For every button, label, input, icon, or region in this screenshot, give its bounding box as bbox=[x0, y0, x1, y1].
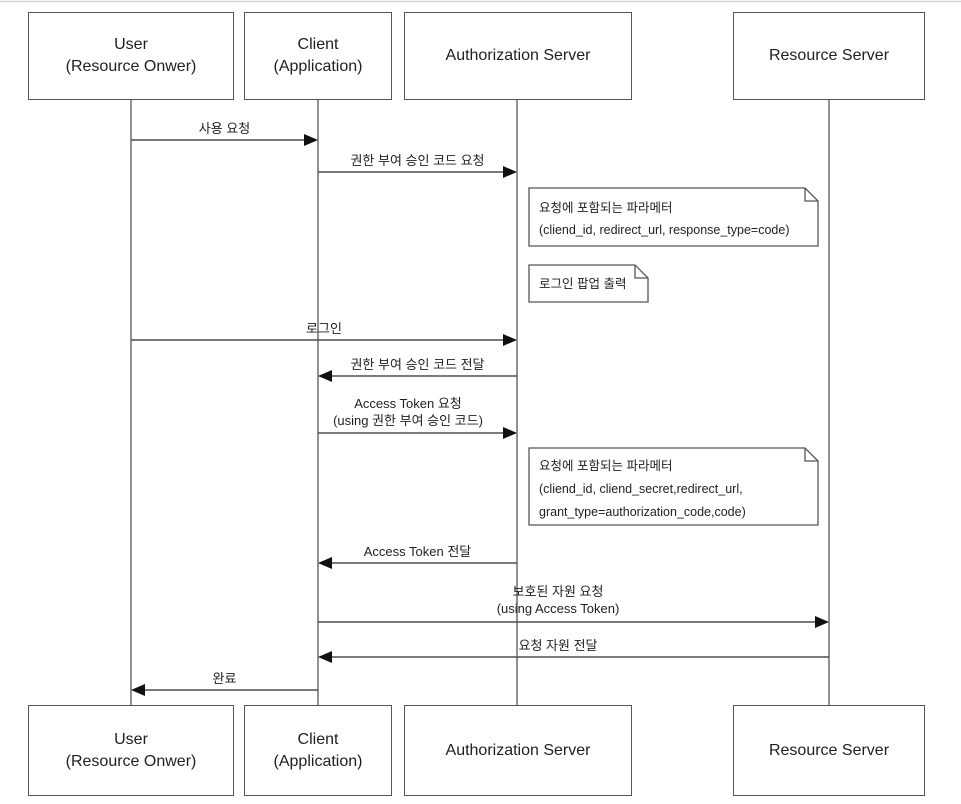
note-login-popup: 로그인 팝업 출력 bbox=[529, 265, 648, 302]
note-request-params-2: 요청에 포함되는 파라메터 (cliend_id, cliend_secret,… bbox=[529, 448, 818, 525]
actor-label: User bbox=[114, 730, 148, 748]
note-line: 로그인 팝업 출력 bbox=[539, 277, 627, 291]
actor-user-bottom: User (Resource Onwer) bbox=[28, 705, 234, 796]
message-arrowhead-8 bbox=[318, 651, 332, 663]
message-arrowhead-4 bbox=[318, 370, 332, 382]
actor-sublabel: (Resource Onwer) bbox=[65, 752, 197, 770]
message-label-auth-code-delivery: 권한 부여 승인 코드 전달 bbox=[350, 357, 485, 372]
note-line: 요청에 포함되는 파라메터 bbox=[539, 201, 673, 215]
message-label-login: 로그인 bbox=[306, 321, 342, 336]
message-arrowhead-2 bbox=[503, 166, 517, 178]
actor-label: Resource Server bbox=[768, 47, 890, 64]
actor-sublabel: (Resource Onwer) bbox=[65, 58, 197, 75]
message-label-line2: (using Access Token) bbox=[496, 601, 620, 616]
message-label-protected-resource-request: 보호된 자원 요청 (using Access Token) bbox=[450, 583, 666, 617]
actor-label: User bbox=[114, 36, 148, 53]
message-label-access-token-delivery: Access Token 전달 bbox=[363, 544, 472, 559]
actor-client-top: Client (Application) bbox=[244, 12, 392, 100]
message-arrowhead-1 bbox=[304, 134, 318, 146]
note-line: (cliend_id, cliend_secret,redirect_url, bbox=[539, 482, 743, 496]
message-label-requested-resource-delivery: 요청 자원 전달 bbox=[518, 638, 598, 653]
message-arrowhead-7 bbox=[815, 616, 829, 628]
message-arrowhead-5 bbox=[503, 427, 517, 439]
message-label-line2: (using 권한 부여 승인 코드) bbox=[333, 413, 483, 428]
actor-label: Client bbox=[297, 730, 339, 748]
note-line: 요청에 포함되는 파라메터 bbox=[539, 459, 673, 473]
actor-resource-server-top: Resource Server bbox=[733, 12, 925, 100]
note-shape-request-params-1 bbox=[528, 187, 819, 247]
message-arrowhead-3 bbox=[503, 334, 517, 346]
message-label-complete: 완료 bbox=[212, 671, 237, 686]
message-label-access-token-request: Access Token 요청 (using 권한 부여 승인 코드) bbox=[308, 395, 508, 429]
actor-label: Authorization Server bbox=[445, 47, 591, 64]
message-arrowhead-6 bbox=[318, 557, 332, 569]
message-label-line1: 보호된 자원 요청 bbox=[512, 584, 604, 599]
actor-sublabel: (Application) bbox=[273, 752, 363, 770]
actor-sublabel: (Application) bbox=[273, 58, 363, 75]
actor-user-top: User (Resource Onwer) bbox=[28, 12, 234, 100]
message-label-line1: Access Token 요청 bbox=[354, 396, 462, 411]
message-label-auth-code-request: 권한 부여 승인 코드 요청 bbox=[350, 153, 485, 168]
actor-authorization-server-top: Authorization Server bbox=[404, 12, 632, 100]
message-label-use-request: 사용 요청 bbox=[198, 121, 251, 136]
note-line: (cliend_id, redirect_url, response_type=… bbox=[539, 223, 790, 237]
actor-label: Authorization Server bbox=[445, 741, 591, 759]
actor-label: Client bbox=[297, 36, 339, 53]
actor-label: Resource Server bbox=[768, 741, 890, 759]
message-arrowhead-9 bbox=[131, 684, 145, 696]
note-shape-request-params-2 bbox=[528, 447, 819, 526]
note-request-params-1: 요청에 포함되는 파라메터 (cliend_id, redirect_url, … bbox=[529, 188, 818, 246]
actor-client-bottom: Client (Application) bbox=[244, 705, 392, 796]
note-shape-login-popup bbox=[528, 264, 649, 303]
actor-resource-server-bottom: Resource Server bbox=[733, 705, 925, 796]
actor-authorization-server-bottom: Authorization Server bbox=[404, 705, 632, 796]
note-line: grant_type=authorization_code,code) bbox=[539, 505, 746, 519]
